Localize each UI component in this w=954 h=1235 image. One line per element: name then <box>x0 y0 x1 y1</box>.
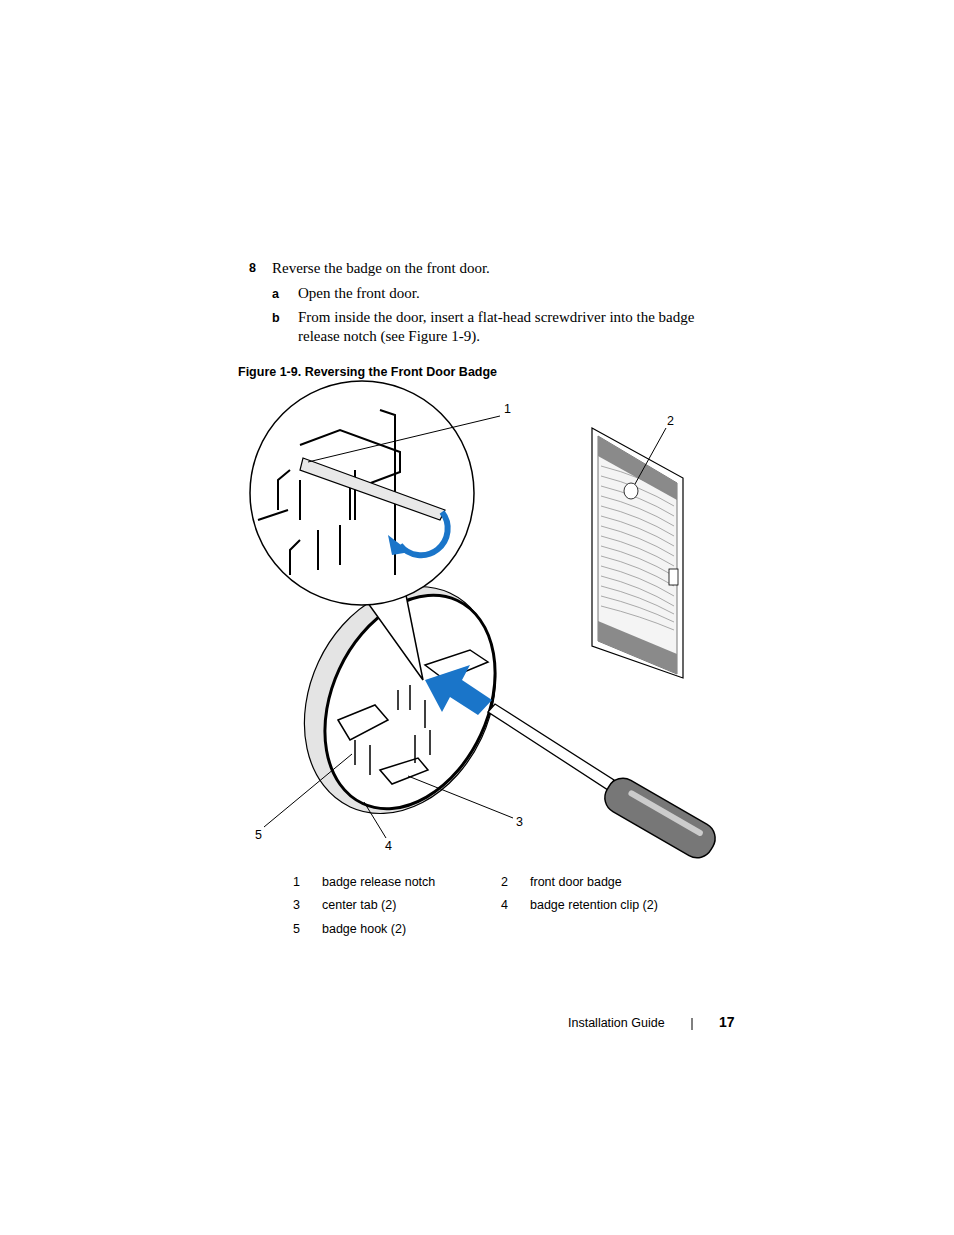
legend-number: 1 <box>293 875 300 890</box>
legend-text: badge hook (2) <box>322 922 406 937</box>
callout-number: 5 <box>255 828 262 843</box>
leader-lines <box>264 416 666 838</box>
callout-number: 2 <box>667 414 674 429</box>
callout-number: 1 <box>504 402 511 417</box>
step-text: Reverse the badge on the front door. <box>272 259 490 278</box>
step-text: From inside the door, insert a flat-head… <box>298 308 728 346</box>
legend-text: badge release notch <box>322 875 435 890</box>
substep-letter: a <box>272 287 279 302</box>
legend-text: badge retention clip (2) <box>530 898 658 913</box>
screwdriver <box>488 704 721 864</box>
legend-text: front door badge <box>530 875 622 890</box>
insert-arrow <box>425 665 492 715</box>
callout-number: 3 <box>516 815 523 830</box>
figure-caption: Figure 1-9. Reversing the Front Door Bad… <box>238 365 497 380</box>
legend-text: center tab (2) <box>322 898 396 913</box>
front-door <box>592 428 683 678</box>
substep-letter: b <box>272 311 280 326</box>
step-text: Open the front door. <box>298 284 420 303</box>
legend-number: 5 <box>293 922 300 937</box>
footer-separator <box>692 1018 693 1030</box>
step-number: 8 <box>249 261 256 276</box>
legend-number: 3 <box>293 898 300 913</box>
page-number: 17 <box>719 1015 735 1030</box>
footer-text: Installation Guide <box>568 1016 665 1031</box>
callout-number: 4 <box>385 839 392 854</box>
legend-number: 4 <box>501 898 508 913</box>
legend-number: 2 <box>501 875 508 890</box>
detail-zoom <box>250 381 474 680</box>
